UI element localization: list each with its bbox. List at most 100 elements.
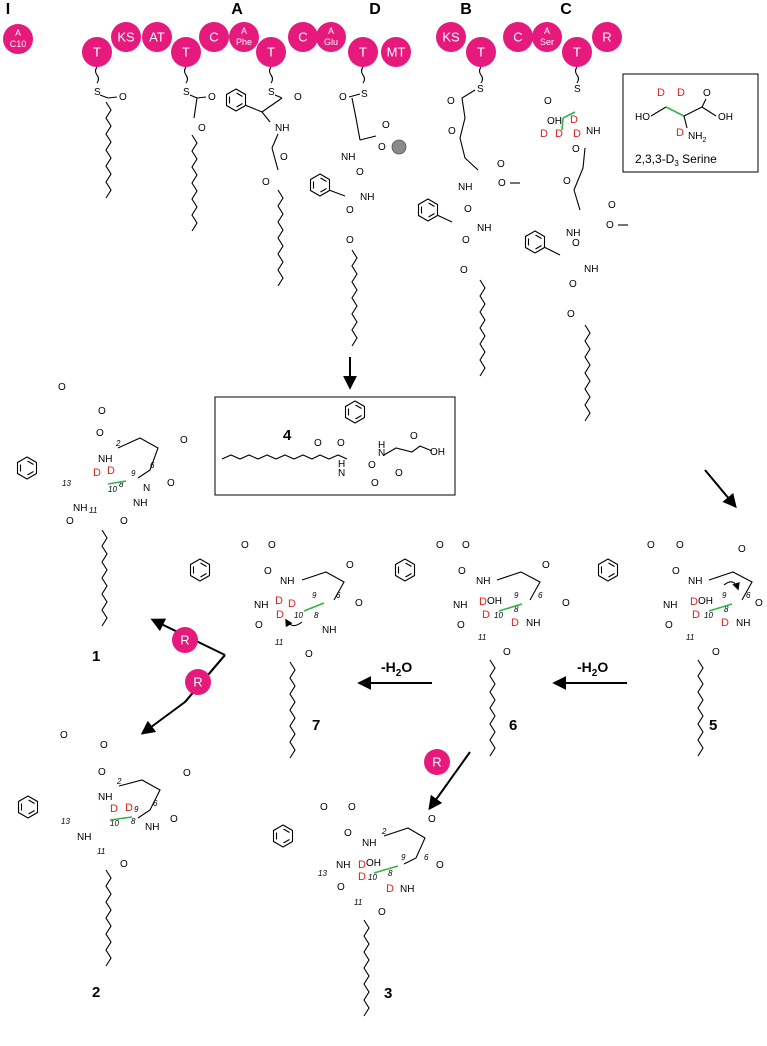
oxygen-atom: O (241, 540, 249, 551)
domain-c-2-label: C (298, 30, 307, 45)
oxygen-atom: O (464, 204, 472, 215)
domain-c-1: C (199, 22, 229, 52)
deuterium-label: D (288, 598, 296, 610)
nh-atom: NH (400, 884, 414, 895)
position-11: 11 (686, 633, 694, 642)
nh-atom: NH (526, 618, 540, 629)
position-9: 9 (401, 853, 406, 862)
compound-5-label: 5 (709, 717, 717, 734)
nh-atom: NH (77, 832, 91, 843)
oxygen-atom: O (563, 176, 571, 187)
nh-atom: NH (458, 182, 472, 193)
serine-carbonyl-o: O (703, 88, 711, 99)
position-6: 6 (153, 799, 158, 808)
deuterium-label: D (125, 802, 133, 814)
position-9: 9 (134, 805, 139, 814)
nitrogen-atom: N (378, 448, 385, 459)
deuterium-label: D (721, 617, 729, 629)
oxygen-atom: O (544, 96, 552, 107)
domain-t-1: T (82, 37, 112, 67)
position-11: 11 (97, 847, 105, 856)
serine-nh2: NH2 (688, 131, 706, 144)
serine-d2: D (677, 87, 685, 99)
deuterium-label: D (692, 609, 700, 621)
deuterium-label: D (690, 596, 698, 608)
oxygen-atom: O (378, 142, 386, 153)
dehydration-arrow-6-to-7: -H2O (357, 659, 432, 690)
phe-chain-t3: S O NH O O (225, 66, 302, 287)
nh-atom: NH (341, 152, 355, 163)
oxygen-atom: O (755, 598, 763, 609)
deuterium-label: D (573, 128, 581, 140)
compound-5-structure: O O O NH O 9 6 OH D D 10 8 O NH D NH O 1… (597, 540, 763, 757)
domain-t-4: T (348, 37, 378, 67)
module-label-d: D (369, 1, 381, 18)
oxygen-atom: O (268, 540, 276, 551)
thioester-chain-t2: S O O (183, 66, 216, 232)
oxygen-atom: O (572, 144, 580, 155)
position-13: 13 (61, 817, 70, 826)
deuterium-label: D (386, 883, 394, 895)
oh-group: OH (698, 596, 713, 607)
oxygen-atom: O (572, 238, 580, 249)
domain-a-ser-main: A (544, 26, 550, 36)
compound-7-label: 7 (312, 717, 320, 734)
chain-t5: S O O O O NH O NH O O (417, 66, 520, 377)
position-10: 10 (494, 611, 503, 620)
position-6: 6 (336, 591, 341, 600)
deuterium-label: D (358, 871, 366, 883)
oxygen-atom: O (503, 647, 511, 658)
domain-a-glu: A Glu (316, 22, 346, 52)
sulfur-atom: S (94, 87, 101, 98)
compound-6-structure: O O O NH O 9 6 OH D D 10 8 O NH D NH O 1… (394, 540, 570, 757)
nh-atom: NH (254, 600, 268, 611)
oxygen-atom: O (314, 438, 322, 449)
domain-a-glu-main: A (328, 26, 334, 36)
compound-2-structure: O O O NH 2 O 6 9 D D 13 8 10 NH O NH 11 … (17, 730, 191, 1001)
nh-atom: NH (73, 503, 87, 514)
position-13: 13 (62, 479, 71, 488)
domain-t-2: T (171, 37, 201, 67)
domain-t-6-label: T (573, 45, 581, 60)
position-8: 8 (724, 605, 729, 614)
oxygen-atom: O (368, 460, 376, 471)
oh-group: OH (487, 596, 502, 607)
sulfur-atom: S (477, 84, 484, 95)
position-10: 10 (294, 611, 303, 620)
nh-atom: NH (688, 576, 702, 587)
compound-3-label: 3 (384, 985, 392, 1002)
position-10: 10 (108, 485, 117, 494)
nh-atom: NH (362, 838, 376, 849)
position-8: 8 (119, 480, 124, 489)
oxygen-atom: O (280, 152, 288, 163)
domain-ks-1-label: KS (117, 30, 135, 45)
oxygen-atom: O (447, 96, 455, 107)
oxygen-atom: O (170, 814, 178, 825)
oxygen-atom: O (457, 620, 465, 631)
nh-atom: NH (336, 860, 350, 871)
position-8: 8 (314, 611, 319, 620)
deuterium-label: D (555, 128, 563, 140)
oxygen-atom: O (339, 92, 347, 103)
domain-ks-2: KS (436, 22, 466, 52)
deuterium-label: D (275, 595, 283, 607)
nh-atom: NH (736, 618, 750, 629)
oxygen-atom: O (606, 220, 614, 231)
oxygen-atom: O (346, 560, 354, 571)
deuterium-label: D (482, 609, 490, 621)
nh-atom: NH (663, 600, 677, 611)
oxygen-atom: O (346, 235, 354, 246)
nh-atom: NH (280, 576, 294, 587)
reductase-r-2: R (193, 675, 202, 690)
oh-group: OH (366, 858, 381, 869)
module-label-c: C (560, 1, 572, 18)
oxygen-atom: O (497, 159, 505, 170)
module-label-b: B (460, 1, 472, 18)
oxygen-atom: O (344, 828, 352, 839)
position-10: 10 (704, 611, 713, 620)
oxygen-atom: O (712, 647, 720, 658)
position-9: 9 (312, 591, 317, 600)
oxygen-atom: O (98, 767, 106, 778)
nh-atom: H (338, 459, 345, 470)
oxygen-atom: O (382, 120, 390, 131)
